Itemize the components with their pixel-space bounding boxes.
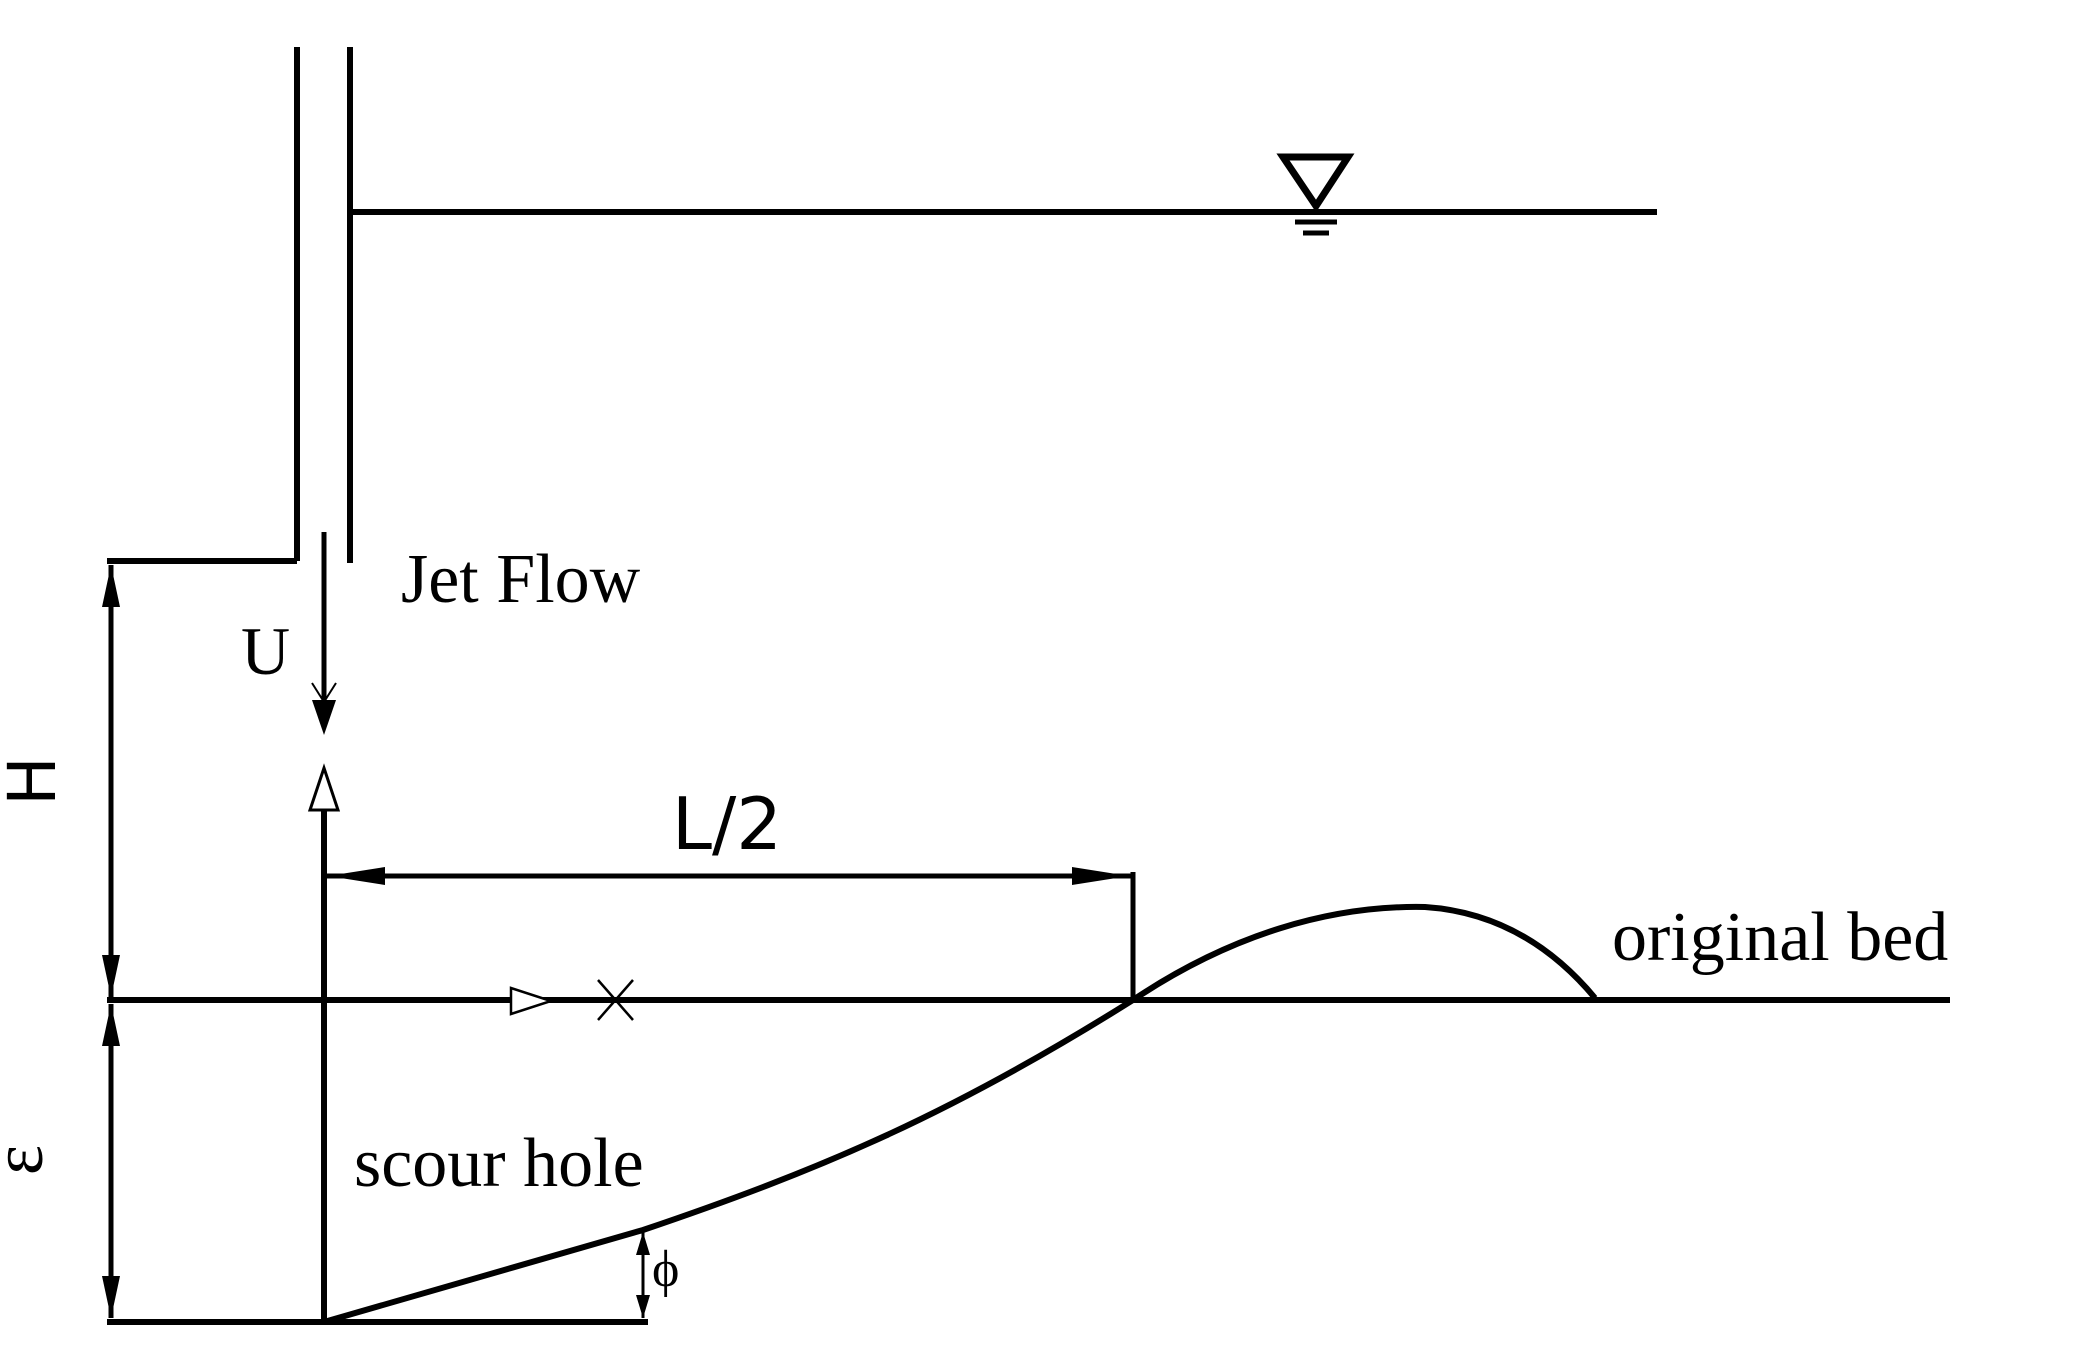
centerline-arrow-icon — [307, 763, 341, 812]
half-length-dimension — [324, 867, 1136, 1000]
angle-label: ϕ — [652, 1241, 679, 1298]
bed-marker-icon — [509, 979, 634, 1021]
scour-profile-curve — [323, 903, 1598, 1325]
height-label: H — [0, 756, 71, 806]
half-length-label: L/2 — [672, 782, 782, 866]
jet-flow-label: Jet Flow — [401, 541, 641, 618]
jet-velocity-arrow — [311, 532, 337, 735]
scour-hole-label: scour hole — [354, 1125, 644, 1202]
height-dimension — [102, 565, 120, 997]
water-level-icon — [1276, 153, 1355, 236]
scour-depth-dimension — [102, 1004, 120, 1318]
scour-depth-label: ε — [0, 1145, 58, 1175]
angle-indicator — [636, 1232, 650, 1318]
original-bed-label: original bed — [1612, 899, 1948, 976]
velocity-label: U — [241, 613, 290, 689]
